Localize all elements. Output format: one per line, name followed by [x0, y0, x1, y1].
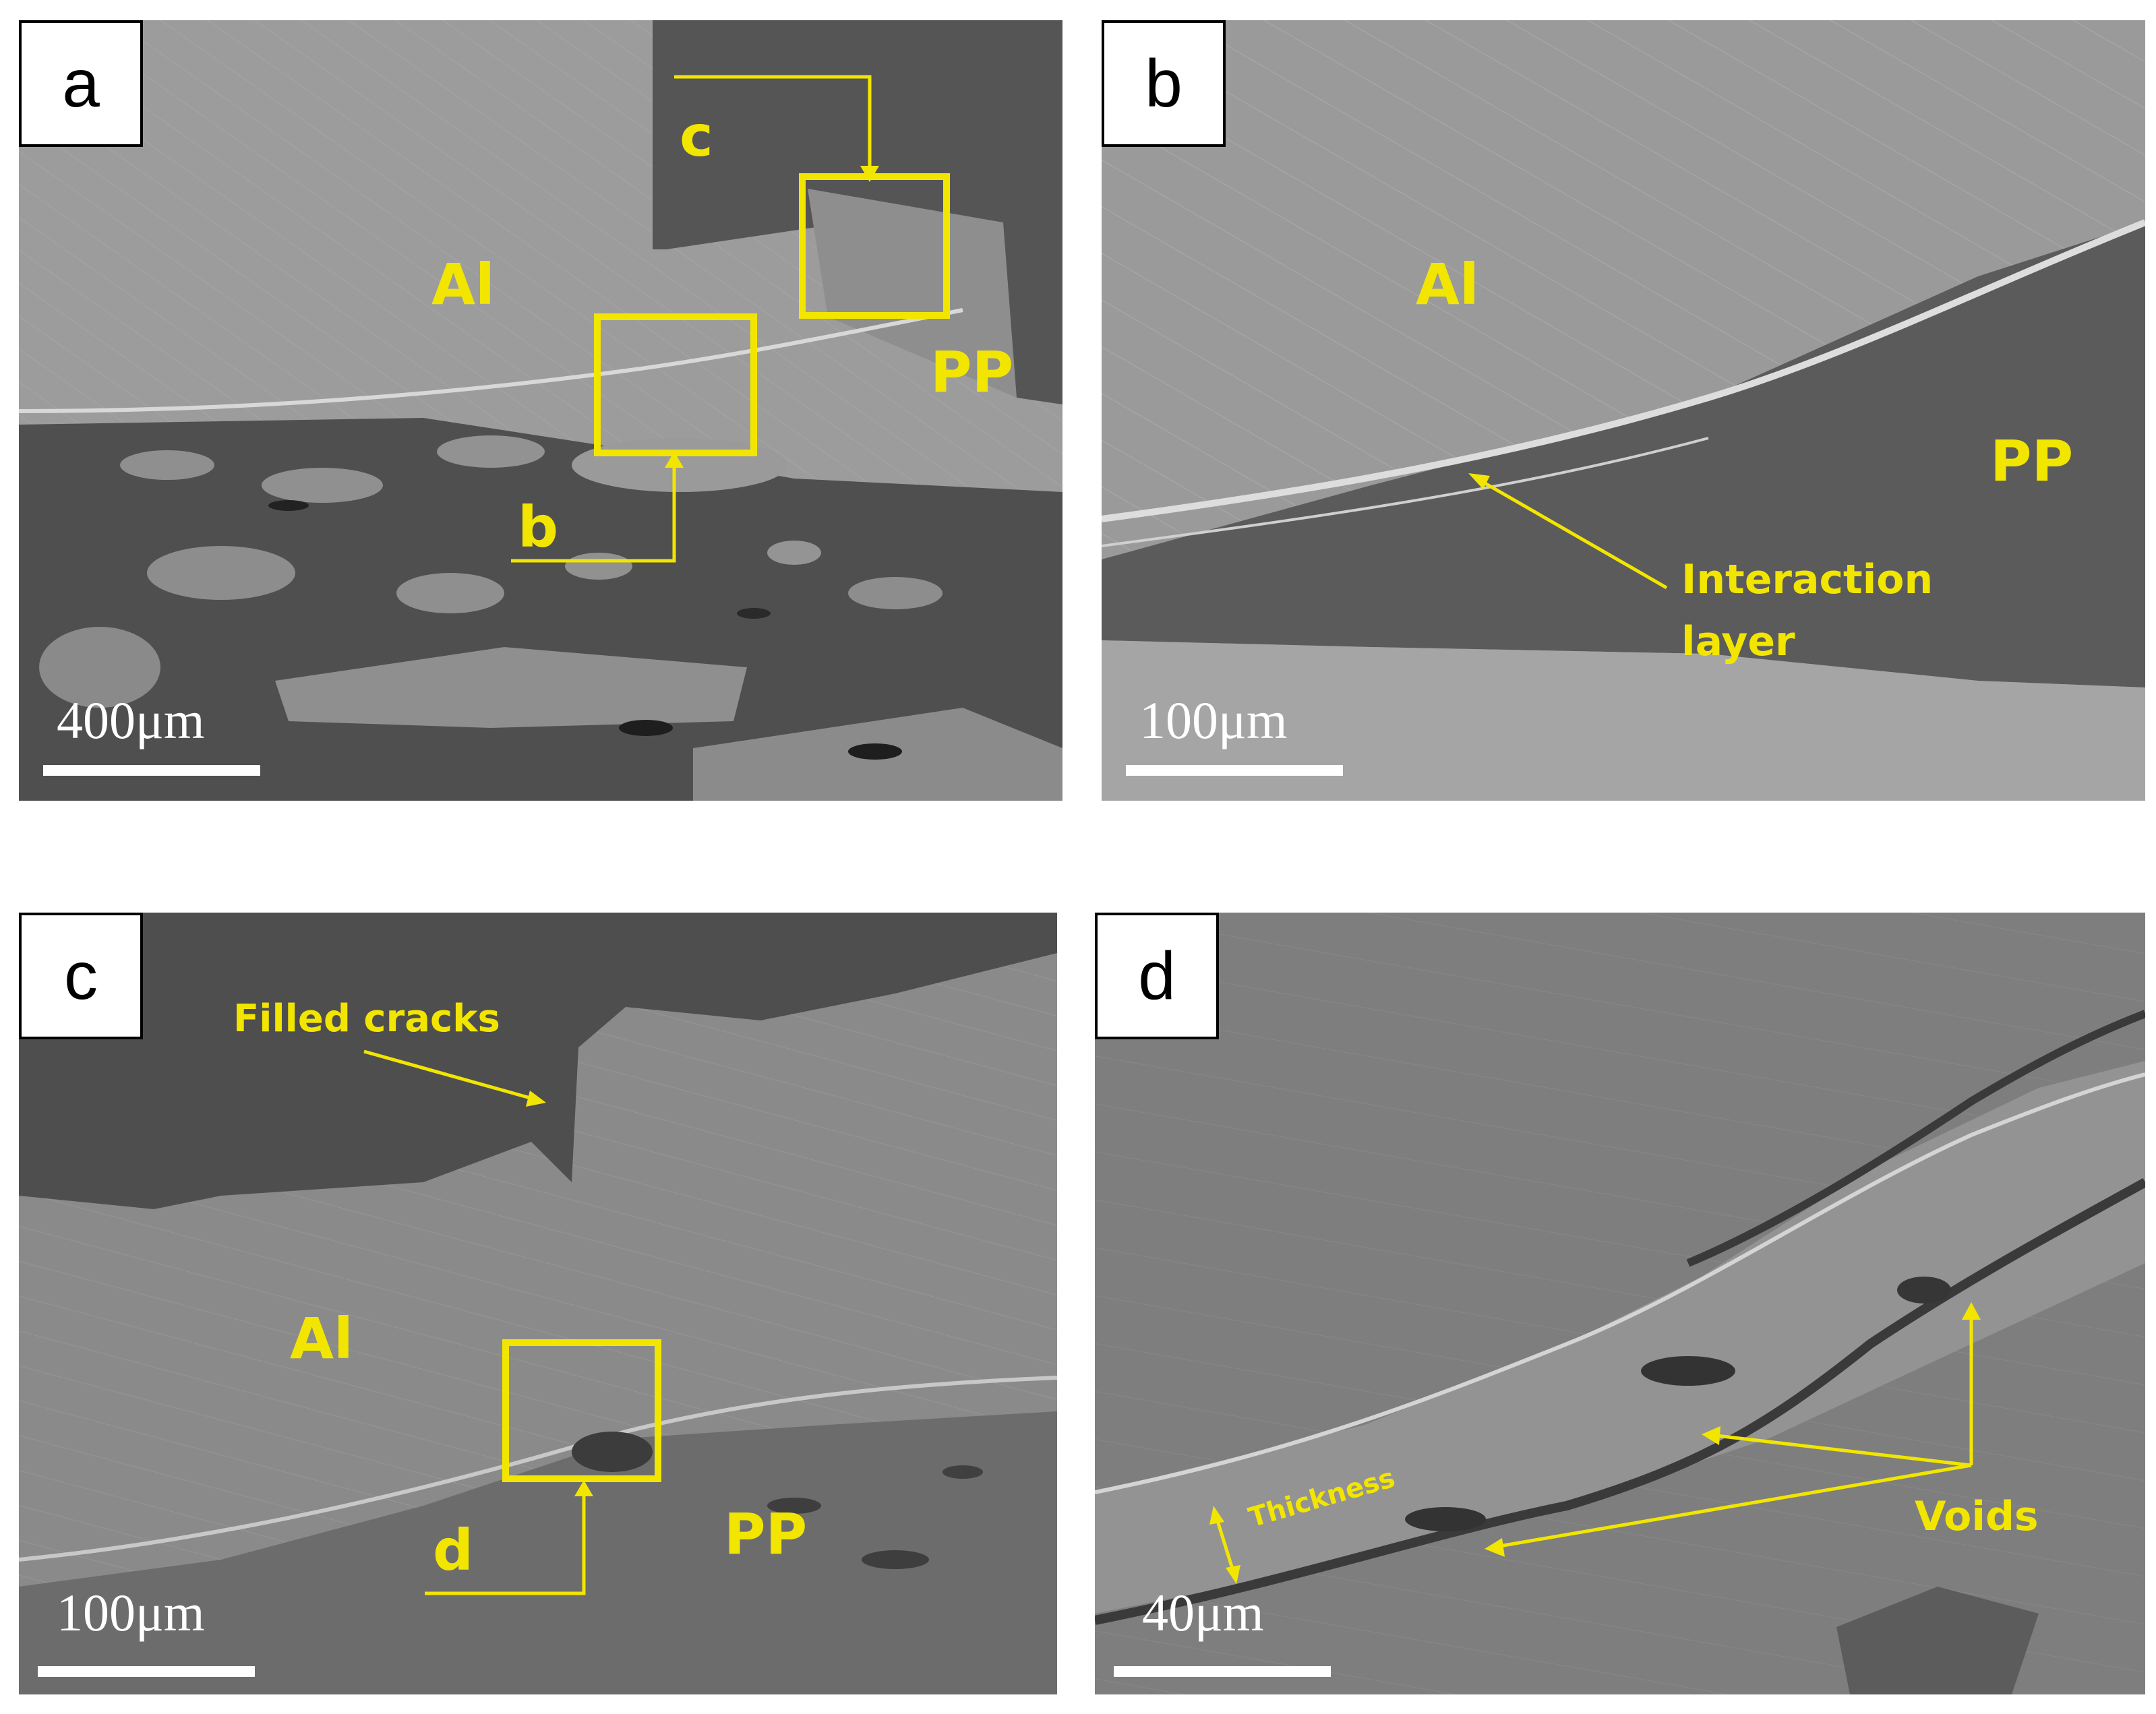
sem-image-b — [1102, 20, 2145, 801]
label-pp: PP — [1990, 428, 2074, 494]
label-ref-d: d — [433, 1517, 474, 1583]
label-voids: Voids — [1915, 1493, 2039, 1540]
panel-d: d Thickness Voids 40μm — [1095, 913, 2145, 1694]
scale-text-c: 100μm — [57, 1583, 205, 1642]
panel-a: a Al PP c b 400μm — [19, 20, 1062, 801]
label-pp: PP — [930, 339, 1014, 405]
scale-text-d: 40μm — [1142, 1583, 1264, 1642]
panel-letter-c: c — [19, 913, 143, 1039]
scale-bar-d — [1114, 1666, 1331, 1677]
scale-text-a: 400μm — [57, 691, 205, 749]
label-al: Al — [290, 1306, 353, 1372]
label-al: Al — [431, 251, 495, 317]
panel-letter-a: a — [19, 20, 143, 147]
label-al: Al — [1416, 251, 1479, 317]
label-interaction: Interaction — [1681, 556, 1934, 603]
scale-bar-c — [38, 1666, 255, 1677]
scale-bar-b — [1126, 765, 1343, 776]
label-pp: PP — [724, 1501, 808, 1567]
panel-letter-b: b — [1102, 20, 1226, 147]
label-ref-b: b — [518, 494, 559, 560]
panel-b: b Al PP Interaction layer 100μm — [1102, 20, 2145, 801]
sem-image-d — [1095, 913, 2145, 1694]
sem-image-a — [19, 20, 1062, 801]
panel-letter-d: d — [1095, 913, 1219, 1039]
sem-image-c — [19, 913, 1057, 1694]
label-layer: layer — [1681, 618, 1795, 665]
panel-c: c Filled cracks Al PP d 100μm — [19, 913, 1057, 1694]
scale-bar-a — [43, 765, 260, 776]
label-filled-cracks: Filled cracks — [233, 997, 500, 1041]
scale-text-b: 100μm — [1139, 691, 1288, 749]
label-ref-c: c — [680, 103, 713, 169]
